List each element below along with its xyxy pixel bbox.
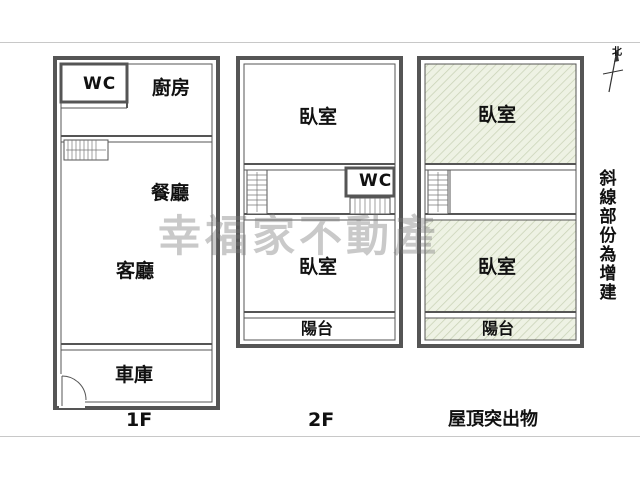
f1-floor-label: 1F: [126, 409, 153, 431]
f2-wc-label: WC: [359, 171, 393, 191]
roof-floor-label: 屋頂突出物: [448, 409, 538, 430]
roof-balcony-label: 陽台: [482, 319, 515, 338]
f2-stairs-right: [349, 197, 391, 215]
floor-2f-plan: [236, 56, 403, 348]
watermark: 幸福家不動產: [158, 212, 440, 262]
f2-stairs-left: [246, 169, 268, 215]
f2-bedroom-bottom-label: 臥室: [299, 256, 338, 278]
f1-wc-wall: [59, 62, 129, 104]
roof-hatched-balcony: [425, 318, 576, 340]
f2-bedroom-top-label: 臥室: [299, 106, 338, 128]
north-arrow-icon: [602, 49, 624, 93]
roof-hatched-upper: [425, 64, 576, 164]
f1-kitchen-label: 廚房: [152, 77, 191, 99]
f1-living-label: 客廳: [116, 260, 155, 282]
f2-inner-wall: [243, 63, 396, 341]
f2-balcony-label: 陽台: [301, 319, 334, 338]
bottom-border-line: [0, 436, 640, 437]
f2-floor-label: 2F: [308, 409, 335, 431]
roof-bedroom-top-label: 臥室: [478, 104, 517, 126]
roof-hatched-lower: [425, 220, 576, 312]
f1-wc-label: WC: [83, 74, 117, 94]
f1-stairs: [63, 139, 109, 161]
floor-roof-plan: [417, 56, 584, 348]
f1-inner-wall: [60, 63, 213, 403]
floor-1f-plan: [53, 56, 220, 410]
roof-bedroom-bottom-label: 臥室: [478, 256, 517, 278]
roof-stairs: [427, 169, 449, 215]
f1-garage-label: 車庫: [115, 364, 154, 386]
top-border-line: [0, 42, 640, 43]
f2-wc-wall: [344, 166, 396, 198]
compass-label: 北: [612, 47, 622, 58]
f1-dining-label: 餐廳: [151, 182, 190, 204]
addition-note: 斜線部份為增建: [599, 169, 617, 303]
f1-garage-door: [59, 374, 87, 408]
